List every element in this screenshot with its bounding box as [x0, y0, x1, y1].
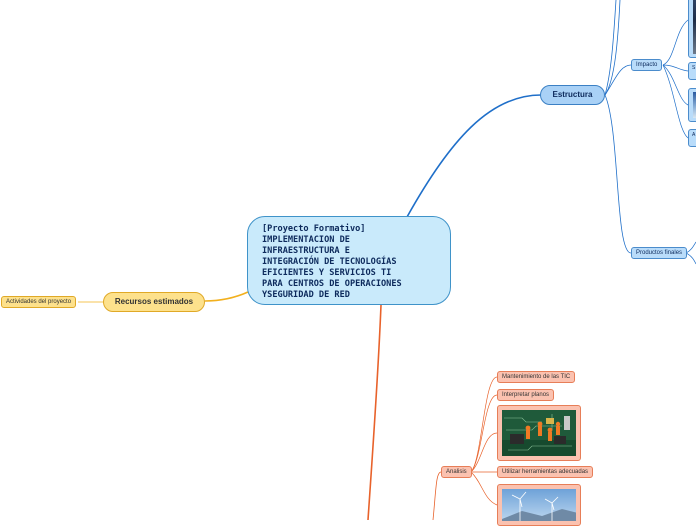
impacto-image-node-2[interactable] — [688, 88, 696, 122]
central-line-4: INTEGRACIÓN DE TECNOLOGÍAS — [262, 257, 397, 267]
link-analisis-c3 — [470, 432, 498, 473]
link-trunk-analisis — [432, 471, 442, 520]
image-thumbnail-icon — [693, 0, 696, 54]
link-central-recursos — [204, 291, 249, 302]
link-estructura-impacto — [604, 64, 632, 96]
central-line-6: PARA CENTROS DE OPERACIONES — [262, 279, 402, 289]
link-impacto-c3 — [662, 64, 689, 106]
topic-mantenimiento-tic[interactable]: Mantenimiento de las TIC — [497, 371, 576, 383]
analisis-image-node-circuit[interactable] — [497, 405, 581, 461]
link-impacto-c4 — [662, 64, 689, 139]
image-thumbnail-icon — [693, 92, 696, 118]
impacto-image-node-1[interactable] — [688, 0, 696, 58]
link-estructura-top2 — [604, 0, 617, 96]
link-productos-c1 — [685, 241, 696, 254]
topic-recursos-estimados[interactable]: Recursos estimados — [103, 292, 205, 312]
impacto-text-node-a[interactable]: A — [688, 129, 696, 147]
wind-turbines-image-icon — [502, 489, 576, 521]
central-line-1: [Proyecto Formativo] — [262, 224, 366, 234]
link-estructura-top — [604, 0, 621, 96]
central-line-2: IMPLEMENTACION DE — [262, 235, 350, 245]
topic-actividades-del-proyecto[interactable]: Actividades del proyecto — [1, 296, 77, 308]
topic-interpretar-planos[interactable]: Interpretar planos — [497, 389, 555, 401]
link-central-analisis — [367, 304, 382, 520]
circuit-board-image-icon — [502, 410, 576, 456]
central-line-3: INFRAESTRUCTURA E — [262, 246, 350, 256]
link-central-estructura — [406, 94, 542, 218]
topic-productos-finales[interactable]: Productos finales — [631, 247, 688, 259]
link-impacto-c2 — [662, 64, 689, 72]
link-estructura-productos — [604, 94, 632, 254]
topic-analisis[interactable]: Analisis — [441, 466, 472, 478]
central-line-5: EFICIENTES Y SERVICIOS TI — [262, 268, 392, 278]
topic-estructura[interactable]: Estructura — [540, 85, 605, 105]
analisis-image-node-windmills[interactable] — [497, 484, 581, 526]
topic-impacto[interactable]: Impacto — [631, 59, 663, 71]
topic-utilizar-herramientas[interactable]: Utilizar herramientas adecuadas — [497, 466, 594, 478]
central-line-7: YSEGURIDAD DE RED — [262, 290, 350, 300]
central-topic[interactable]: [Proyecto Formativo] IMPLEMENTACION DE I… — [247, 216, 451, 305]
link-productos-c2 — [685, 252, 696, 265]
impacto-text-s: S — [692, 65, 696, 71]
link-impacto-c1 — [662, 19, 689, 66]
link-analisis-c2 — [470, 394, 498, 473]
impacto-text-a: A — [692, 132, 696, 138]
link-analisis-c5 — [470, 471, 498, 506]
impacto-text-node-s[interactable]: S — [688, 62, 696, 80]
